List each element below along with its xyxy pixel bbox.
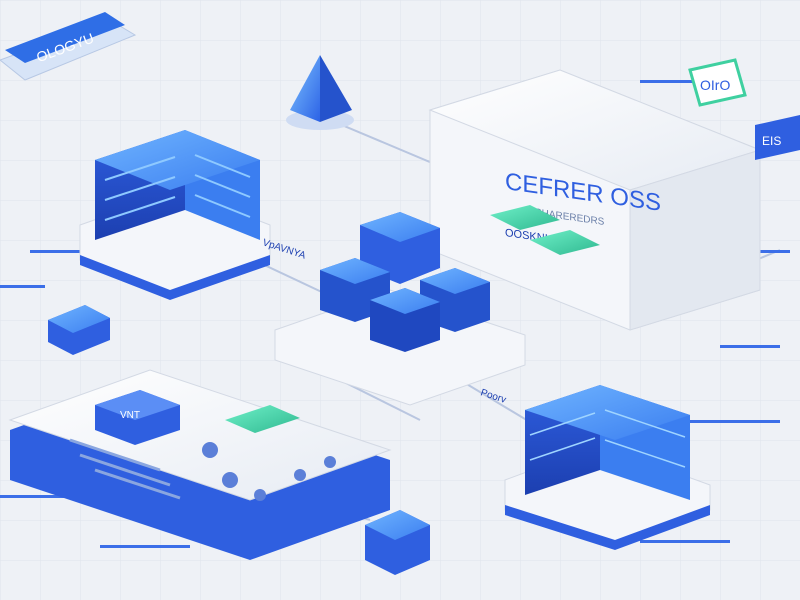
small-cube-bottom	[365, 510, 430, 575]
top-left-badge: OLOGYU	[0, 12, 137, 81]
right-banner: EIS	[755, 115, 800, 160]
small-cube-left	[48, 305, 110, 355]
cube-cluster-icon: VpAVNYA Poorv	[261, 212, 526, 406]
status-block-2	[530, 230, 600, 255]
console-icon: VNT	[8, 369, 392, 560]
status-block-1	[490, 205, 560, 230]
top-right-badge-label: OIrO	[700, 77, 730, 93]
pyramid-icon	[286, 55, 354, 130]
server-rack-icon	[79, 130, 271, 300]
right-banner-label: EIS	[762, 134, 781, 148]
data-block-icon	[504, 385, 711, 550]
top-right-badge: OIrO	[688, 58, 747, 107]
console-key-label: VNT	[120, 410, 140, 421]
main-server-box: CEFRER OSS SHAREREDRS OOSKNI	[428, 69, 762, 331]
